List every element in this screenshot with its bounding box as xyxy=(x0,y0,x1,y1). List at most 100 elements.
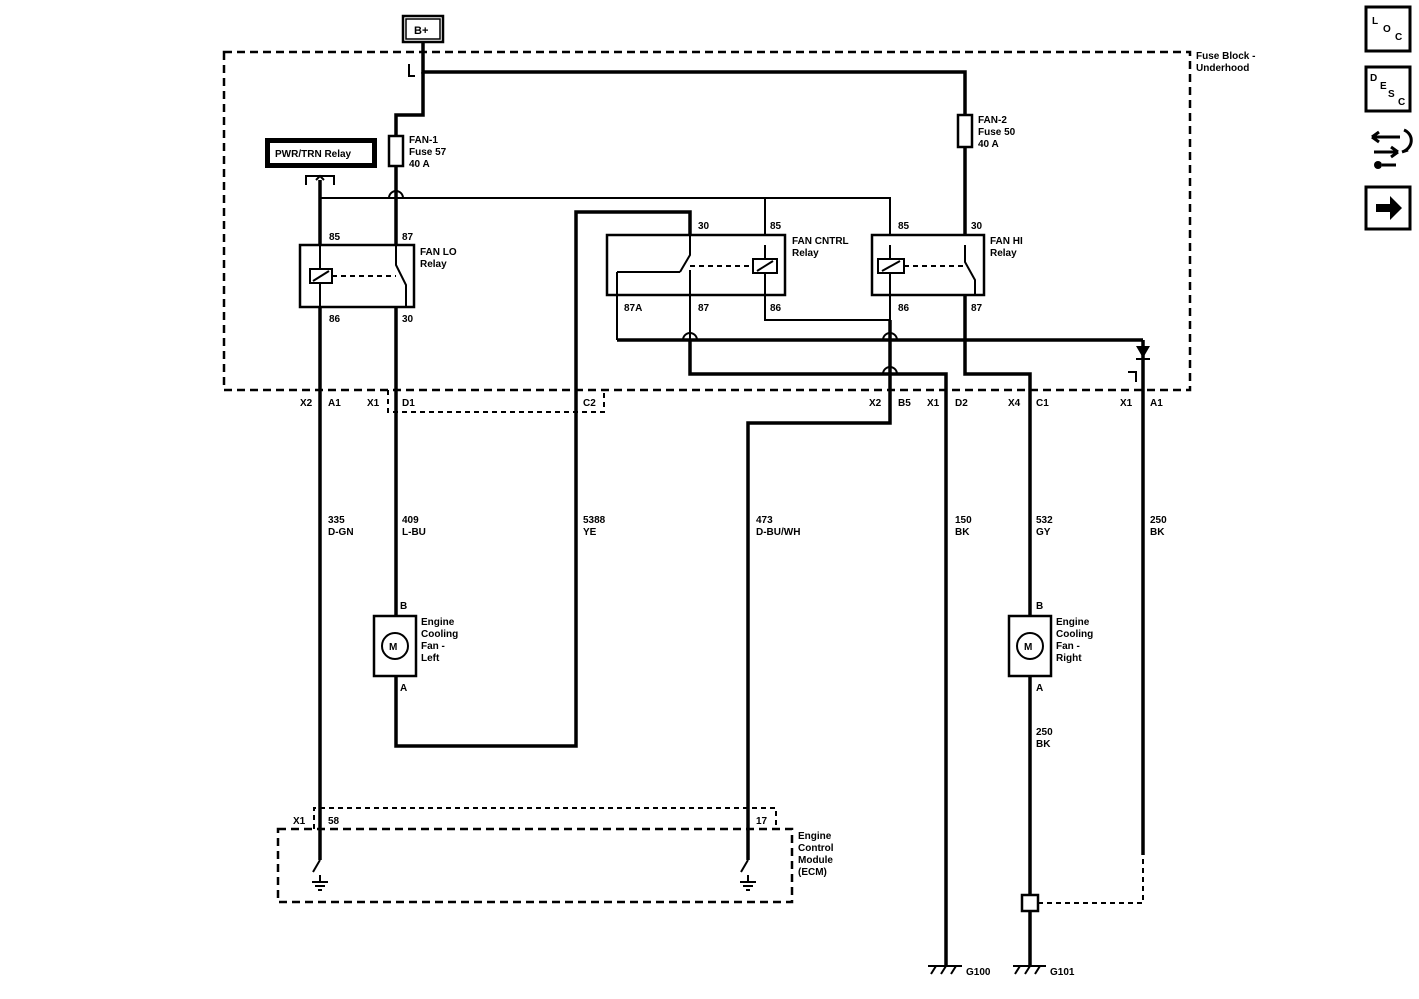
svg-text:YE: YE xyxy=(583,527,597,538)
svg-text:87: 87 xyxy=(971,303,983,314)
svg-text:Cooling: Cooling xyxy=(421,629,458,640)
svg-text:Relay: Relay xyxy=(990,248,1017,259)
svg-text:X1: X1 xyxy=(367,398,380,409)
svg-text:58: 58 xyxy=(328,816,340,827)
wire-labels: 335 D-GN 409 L-BU 5388 YE 473 D-BU/WH 15… xyxy=(328,515,1167,750)
svg-text:FAN-1: FAN-1 xyxy=(409,135,438,146)
svg-text:87: 87 xyxy=(402,232,414,243)
svg-text:150: 150 xyxy=(955,515,972,526)
svg-text:(ECM): (ECM) xyxy=(798,867,827,878)
svg-text:A1: A1 xyxy=(1150,398,1163,409)
svg-text:Fuse 50: Fuse 50 xyxy=(978,127,1016,138)
svg-text:C: C xyxy=(1395,32,1402,43)
svg-text:5388: 5388 xyxy=(583,515,606,526)
pwr-trn-relay-label: PWR/TRN Relay xyxy=(275,149,352,160)
connector-view-icon[interactable] xyxy=(1371,128,1413,169)
svg-text:Fan -: Fan - xyxy=(421,641,445,652)
svg-text:250: 250 xyxy=(1150,515,1167,526)
cooling-fan-left: M B A Engine Cooling Fan - Left xyxy=(372,601,458,694)
ground-g100: G100 xyxy=(928,950,991,978)
svg-text:X1: X1 xyxy=(1120,398,1133,409)
svg-text:Fuse 57: Fuse 57 xyxy=(409,147,447,158)
next-arrow-button[interactable] xyxy=(1364,185,1412,231)
svg-text:85: 85 xyxy=(329,232,341,243)
svg-text:G100: G100 xyxy=(966,967,991,978)
svg-text:85: 85 xyxy=(770,221,782,232)
svg-text:87A: 87A xyxy=(624,303,642,314)
svg-text:532: 532 xyxy=(1036,515,1053,526)
svg-text:C: C xyxy=(1398,97,1405,108)
svg-text:86: 86 xyxy=(770,303,782,314)
svg-text:Engine: Engine xyxy=(421,617,455,628)
svg-text:BK: BK xyxy=(1036,739,1051,750)
fuse-block-boundary xyxy=(222,50,1192,392)
svg-text:40 A: 40 A xyxy=(978,139,999,150)
svg-text:A1: A1 xyxy=(328,398,341,409)
supply-wire-main xyxy=(421,42,967,115)
svg-text:Engine: Engine xyxy=(1056,617,1090,628)
loc-button[interactable]: L O C xyxy=(1364,5,1412,53)
svg-text:M: M xyxy=(1024,642,1032,653)
svg-text:Cooling: Cooling xyxy=(1056,629,1093,640)
svg-text:B5: B5 xyxy=(898,398,911,409)
svg-text:Relay: Relay xyxy=(420,259,447,270)
svg-text:87: 87 xyxy=(698,303,710,314)
svg-text:86: 86 xyxy=(329,314,341,325)
svg-text:335: 335 xyxy=(328,515,345,526)
svg-text:40 A: 40 A xyxy=(409,159,430,170)
svg-text:Fan -: Fan - xyxy=(1056,641,1080,652)
desc-button[interactable]: D E S C xyxy=(1364,65,1412,113)
svg-text:Engine: Engine xyxy=(798,831,832,842)
fuse-block-label-2: Underhood xyxy=(1196,63,1249,74)
svg-text:L-BU: L-BU xyxy=(402,527,426,538)
svg-text:D-BU/WH: D-BU/WH xyxy=(756,527,800,538)
bus-87-line xyxy=(688,340,948,950)
svg-text:A: A xyxy=(1036,683,1043,694)
svg-text:30: 30 xyxy=(971,221,983,232)
svg-text:FAN CNTRL: FAN CNTRL xyxy=(792,236,849,247)
fan-hi-relay: 85 30 86 87 FAN HI Relay xyxy=(870,221,1023,314)
relay-85-bus xyxy=(320,197,891,245)
ecm-module: X1 58 17 Engine Control Module (ECM) xyxy=(276,807,834,904)
svg-text:B: B xyxy=(1036,601,1043,612)
wire-532 xyxy=(963,295,1032,615)
battery-supply: B+ xyxy=(401,14,445,44)
svg-text:E: E xyxy=(1380,81,1387,92)
cooling-fan-right: M B A Engine Cooling Fan - Right xyxy=(1007,601,1093,694)
svg-text:C1: C1 xyxy=(1036,398,1049,409)
connector-labels: X2 A1 X1 D1 C2 X2 B5 X1 D2 X4 C1 X1 A1 xyxy=(300,398,1163,409)
svg-text:X2: X2 xyxy=(869,398,882,409)
svg-text:B: B xyxy=(400,601,407,612)
svg-text:X2: X2 xyxy=(300,398,313,409)
splice-arc-1 xyxy=(388,190,404,199)
fan-cntrl-relay: 30 85 87A 87 86 FAN CNTRL Relay xyxy=(605,221,849,340)
svg-text:BK: BK xyxy=(1150,527,1165,538)
svg-text:Relay: Relay xyxy=(792,248,819,259)
pwr-trn-relay: PWR/TRN Relay xyxy=(265,138,377,185)
svg-text:86: 86 xyxy=(898,303,910,314)
svg-text:Right: Right xyxy=(1056,653,1082,664)
svg-text:FAN HI: FAN HI xyxy=(990,236,1023,247)
svg-text:D: D xyxy=(1370,73,1377,84)
svg-text:D1: D1 xyxy=(402,398,415,409)
svg-text:30: 30 xyxy=(698,221,710,232)
connector-x1-dashed xyxy=(387,390,605,413)
svg-text:O: O xyxy=(1383,24,1391,35)
fan2-fuse: FAN-2 Fuse 50 40 A xyxy=(956,113,1016,150)
fuse-block-label-1: Fuse Block - xyxy=(1196,51,1255,62)
svg-text:250: 250 xyxy=(1036,727,1053,738)
supply-label: B+ xyxy=(414,25,428,37)
svg-text:Module: Module xyxy=(798,855,833,866)
wire-473 xyxy=(746,320,892,860)
svg-text:FAN-2: FAN-2 xyxy=(978,115,1007,126)
svg-text:X1: X1 xyxy=(927,398,940,409)
svg-text:BK: BK xyxy=(955,527,970,538)
splice-pack xyxy=(1020,855,1144,913)
svg-text:G101: G101 xyxy=(1050,967,1075,978)
svg-text:Left: Left xyxy=(421,653,440,664)
svg-text:FAN LO: FAN LO xyxy=(420,247,457,258)
svg-text:30: 30 xyxy=(402,314,414,325)
supply-wire-fan1 xyxy=(394,72,425,136)
supply-splice-hook xyxy=(408,64,415,77)
